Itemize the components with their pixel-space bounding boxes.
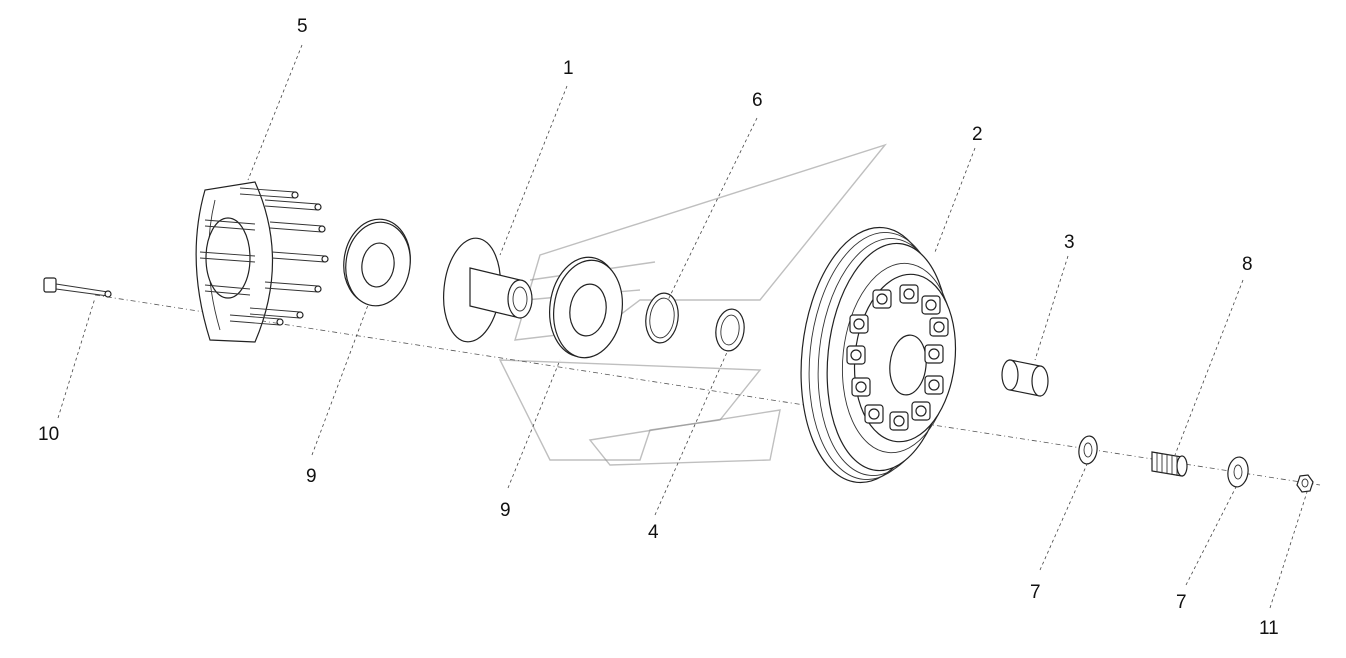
part-10-bolt [43,277,112,298]
part-4-washer [715,308,745,352]
part-7-washer-right [1227,456,1249,488]
pulley-bolt-heads [846,284,949,431]
callout-3: 3 [1064,232,1075,253]
part-3-bushing [1001,359,1049,397]
callout-2: 2 [972,124,983,145]
part-6-ring [645,292,679,344]
part-8-spring [1151,451,1188,477]
callout-7-right: 7 [1176,592,1187,613]
callout-9-left: 9 [306,466,317,487]
callout-7-left: 7 [1030,582,1041,603]
part-7-washer-left [1078,435,1098,465]
callout-9-middle: 9 [500,500,511,521]
callout-1: 1 [563,58,574,79]
callout-6: 6 [752,90,763,111]
leader-lines [57,44,1308,609]
callout-labels: 5 1 6 2 3 8 10 9 9 4 7 7 11 [38,16,1279,639]
part-9-washer-left [343,218,411,307]
part-9-washer-middle [549,256,623,359]
center-axis [94,294,1321,486]
callout-4: 4 [648,522,659,543]
part-5-pin-flange [195,181,329,343]
callout-10: 10 [38,424,59,445]
callout-11: 11 [1259,618,1279,639]
callout-8: 8 [1242,254,1253,275]
part-11-nut [1296,474,1314,493]
part-2-pulley [800,226,957,484]
part-1-flanged-hub [443,237,533,343]
callout-5: 5 [297,16,308,37]
